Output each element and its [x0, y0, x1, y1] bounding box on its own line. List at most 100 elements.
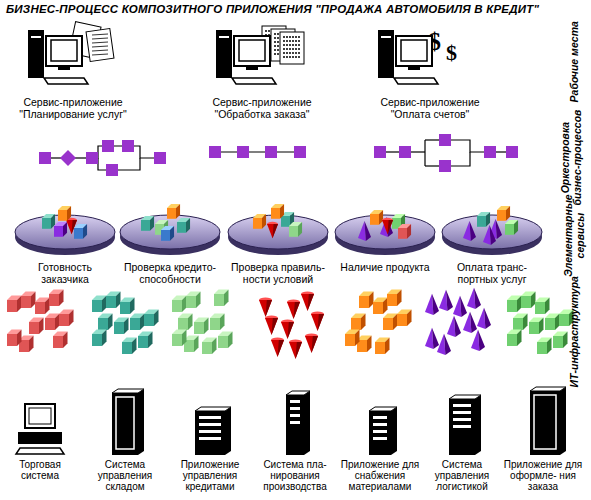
layer-label: ИТ-инфраструктура [569, 272, 581, 392]
cube-side [220, 314, 225, 331]
cube-front [161, 230, 170, 241]
cube-side [108, 314, 113, 331]
cube-side [130, 298, 135, 315]
server-side [225, 407, 231, 455]
screen [29, 408, 51, 424]
cube-side [407, 224, 411, 239]
drive-bay [290, 400, 300, 403]
screen [51, 40, 77, 61]
server-top [112, 389, 144, 393]
cone-body [271, 340, 284, 357]
cube-side [102, 330, 107, 347]
document-line [283, 36, 301, 37]
server-top [530, 387, 566, 391]
cube-side [555, 314, 560, 331]
cube-front [529, 322, 539, 334]
pyramid-face [467, 288, 475, 309]
cube-side [383, 298, 388, 315]
server-cabinet [195, 411, 225, 455]
monitor [25, 404, 55, 428]
cube-side [170, 226, 174, 241]
cube-side [545, 298, 550, 315]
cube-front [289, 226, 298, 237]
cube-side [29, 336, 34, 353]
cube-side [212, 338, 217, 355]
cube-side [369, 292, 374, 309]
cube-front [383, 318, 393, 330]
drive-bay [199, 437, 221, 440]
service-label: Оплата транс- портных услуг [444, 262, 540, 286]
document [280, 32, 304, 64]
server-side [304, 391, 310, 455]
cube-front [120, 302, 130, 314]
cube-front [397, 314, 407, 326]
cone-body [301, 294, 314, 311]
cone-body [382, 220, 393, 234]
cube-front [106, 296, 116, 308]
cube-front [167, 208, 176, 219]
cone-body [311, 314, 324, 331]
pyramid-side [474, 288, 481, 309]
server-cabinet [530, 391, 560, 455]
server-top [286, 391, 310, 395]
cube-side [102, 296, 107, 313]
process-step [209, 146, 221, 158]
drive-slot [31, 36, 41, 38]
document-line [92, 54, 108, 55]
drive-bay [199, 416, 221, 419]
service-label: Наличие продукта [335, 262, 435, 274]
cube-side [224, 290, 229, 307]
document-line [92, 46, 108, 47]
cube-side [116, 292, 121, 309]
service-platform [228, 215, 328, 249]
process-step [106, 164, 118, 176]
server-side [138, 389, 144, 455]
cube-side [124, 318, 129, 335]
cube-side [379, 210, 383, 225]
cone-shade [308, 294, 315, 311]
pyramid-side [444, 334, 451, 355]
cone-shade [273, 224, 279, 238]
cube-side [63, 332, 68, 349]
document-line [92, 50, 108, 51]
cube-side [523, 314, 528, 331]
drive-slot [381, 36, 391, 38]
cube-front [49, 294, 59, 306]
pyramid-side [460, 296, 467, 317]
system-unit [216, 30, 232, 78]
server-side [391, 407, 397, 455]
cube-front [218, 336, 228, 348]
cube-side [132, 338, 137, 355]
system-label: Приложение управления кредитами [168, 459, 252, 493]
cone-shade [266, 300, 273, 317]
system-unit [18, 432, 62, 444]
cube-side [204, 318, 209, 335]
pyramid-face [425, 328, 433, 349]
cube-front [42, 218, 51, 229]
drive-bay [373, 423, 387, 426]
server-cabinet [286, 395, 304, 455]
keyboard [16, 448, 64, 454]
service-platform [442, 215, 542, 249]
pyramid-side [454, 316, 461, 337]
system-unit [28, 30, 44, 78]
cube-front [98, 318, 108, 330]
cone-body [259, 300, 272, 317]
cone-shade [278, 340, 285, 357]
cone-shade [388, 220, 394, 234]
monitor [234, 36, 270, 66]
cube-side [563, 332, 568, 349]
pyramid-side [432, 328, 439, 349]
cube-front [45, 318, 55, 330]
cube-front [74, 228, 83, 239]
workstation-label: Сервис-приложение "Оплата счетов" [360, 97, 500, 121]
cube-front [54, 226, 63, 237]
flow-line [98, 158, 106, 170]
cube-front [535, 302, 545, 314]
document-line [283, 48, 301, 49]
cube-side [17, 296, 22, 313]
cone-shade [296, 342, 303, 359]
keyboard [394, 78, 438, 84]
system-label: Система управления складом [85, 459, 165, 493]
